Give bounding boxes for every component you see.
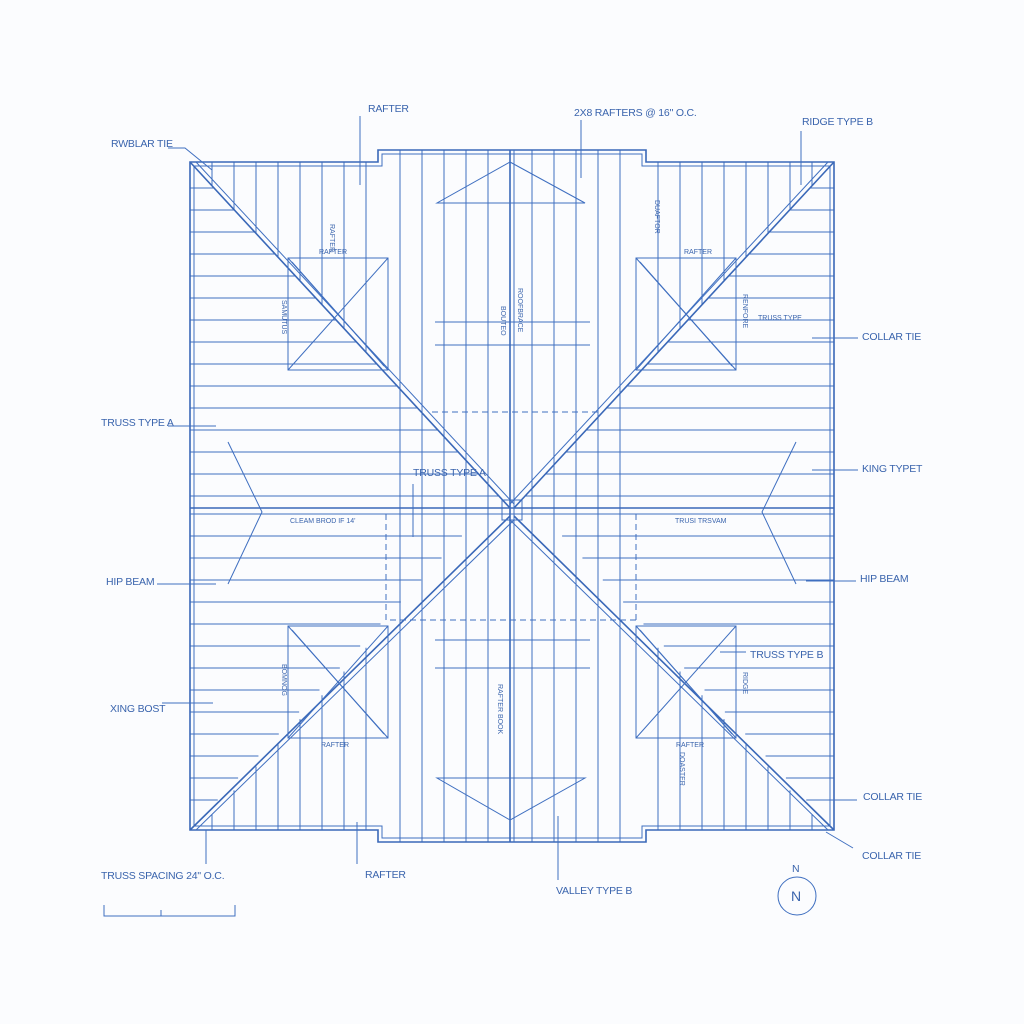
label-rafters-spacing: 2X8 RAFTERS @ 16" O.C. (574, 107, 697, 119)
hip-hub (501, 499, 523, 521)
gable-top (435, 161, 586, 204)
inner-v-rafter-nw: RAFTER (328, 224, 335, 252)
inner-rafter-nw: RAFTER (319, 249, 347, 256)
inner-truss-type: TRUSS TYPE (758, 315, 802, 322)
label-valley-type-b: VALLEY TYPE B (556, 885, 632, 897)
triangles (227, 161, 797, 821)
label-truss-type-a-left: TRUSS TYPE A (101, 417, 174, 429)
label-rwblar-tie: RWBLAR TIE (111, 138, 173, 150)
inner-rafter-sw: RAFTER (321, 742, 349, 749)
label-hip-beam-left: HIP BEAM (106, 576, 154, 588)
dormer-box (287, 625, 389, 739)
label-collar-tie-upper: COLLAR TIE (862, 331, 921, 343)
hip-sw (189, 515, 511, 831)
inner-v-renfore: RENFORE (741, 294, 748, 329)
north-label: N (792, 863, 799, 875)
inner-v-samutus: SAMUTUS (280, 300, 287, 335)
label-truss-type-a-center: TRUSS TYPE A (413, 467, 486, 479)
inner-v-roofbrace: ROOFBRACE (516, 288, 523, 333)
label-hip-beam-right: HIP BEAM (860, 573, 908, 585)
dormer-brace (639, 629, 733, 735)
dormer-brace (291, 629, 385, 735)
hip-se-2 (509, 519, 829, 831)
label-xing-bost: XING BOST (110, 703, 166, 715)
hip-sw-2 (195, 519, 515, 831)
gable-bottom (435, 777, 587, 821)
inner-v-rafter-book: RAFTER BOOK (496, 684, 503, 735)
inner-v-bomnog: BOMNOG (280, 664, 287, 696)
hip-nw (189, 161, 511, 509)
north-arrow-circle (777, 876, 817, 916)
inner-rafter-se: RAFTER (676, 742, 704, 749)
label-truss-type-b: TRUSS TYPE B (750, 649, 823, 661)
hip-ne (513, 161, 835, 509)
label-rafter-top: RAFTER (368, 103, 409, 115)
dormer-boxes (287, 257, 737, 739)
chevron-right (761, 441, 797, 585)
inner-cleam-brod: CLEAM BROD IF 14' (290, 518, 356, 525)
rafter-hatching (190, 150, 834, 842)
labels: RAFTER 2X8 RAFTERS @ 16" O.C. RIDGE TYPE… (101, 103, 923, 904)
hip-lines (189, 150, 835, 842)
inner-trusi-trsvam: TRUSI TRSVAM (675, 518, 727, 525)
inner-v-doaster: DOASTER (678, 752, 685, 786)
inner-v-duaftor: DUAFTOR (653, 200, 660, 234)
label-collar-tie-corner: COLLAR TIE (862, 850, 921, 862)
dormer-box (635, 257, 737, 371)
dormer-brace (291, 261, 385, 367)
label-king-typet: KING TYPET (862, 463, 923, 475)
dormer-box (287, 257, 389, 371)
dormer-box (635, 625, 737, 739)
label-ridge-type-b: RIDGE TYPE B (802, 116, 873, 128)
label-collar-tie-lower: COLLAR TIE (863, 791, 922, 803)
inner-v-bouteo: BOUTEO (499, 306, 506, 336)
north-arrow-letter: N (791, 888, 801, 904)
leader-lines (103, 116, 858, 917)
chevron-left (227, 441, 263, 585)
inner-v-ridge: RIDGE (741, 672, 748, 695)
label-truss-spacing: TRUSS SPACING 24" O.C. (101, 870, 224, 882)
hip-se (513, 515, 835, 831)
inner-rafter-ne: RAFTER (684, 249, 712, 256)
dormer-brace (639, 261, 733, 367)
label-rafter-bottom: RAFTER (365, 869, 406, 881)
scale-bar (103, 905, 236, 917)
